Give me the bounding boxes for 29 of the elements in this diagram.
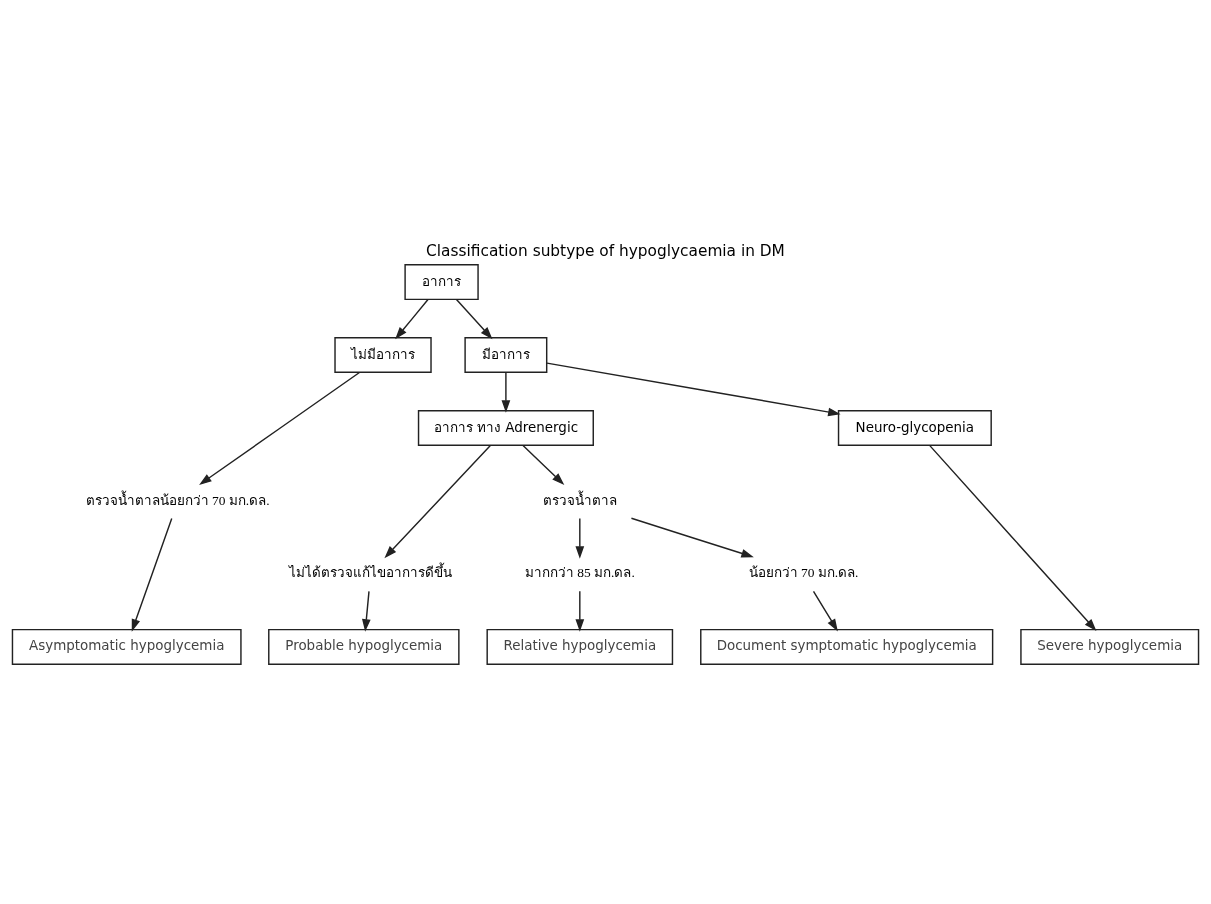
- arrow: [455, 298, 493, 340]
- node-box: Probable hypoglycemia: [268, 628, 460, 665]
- arrow: [929, 444, 1097, 632]
- node-box: มีอาการ: [464, 337, 548, 374]
- arrow: [630, 517, 754, 558]
- node-text: มากกว่า 85 มก.ดล.: [524, 565, 635, 581]
- diagram-title: Classification subtype of hypoglycaemia in DM: [426, 241, 785, 260]
- node-box: Document symptomatic hypoglycemia: [700, 628, 994, 665]
- arrow: [362, 590, 371, 632]
- node-text: ตรวจน้ำตาลน้อยกว่า 70 มก.ดล.: [85, 492, 270, 508]
- arrow: [575, 590, 585, 632]
- node-box: อาการ: [404, 264, 479, 301]
- arrow: [812, 590, 838, 632]
- node-box: Severe hypoglycemia: [1020, 628, 1200, 665]
- node-box: Asymptomatic hypoglycemia: [11, 628, 242, 665]
- arrow: [546, 362, 841, 417]
- node-box: Neuro-glycopenia: [837, 410, 992, 446]
- arrow: [199, 371, 361, 485]
- arrow: [575, 517, 585, 559]
- node-box: Relative hypoglycemia: [486, 628, 674, 665]
- node-text: ตรวจน้ำตาล: [542, 492, 617, 508]
- node-box: ไม่มีอาการ: [334, 337, 432, 374]
- arrow: [384, 444, 492, 559]
- arrow: [501, 371, 511, 413]
- arrow: [395, 298, 429, 340]
- node-text: น้อยกว่า 70 มก.ดล.: [748, 565, 859, 581]
- arrow: [522, 444, 565, 486]
- node-box: อาการ ทาง Adrenergic: [417, 410, 594, 446]
- arrow: [131, 517, 173, 632]
